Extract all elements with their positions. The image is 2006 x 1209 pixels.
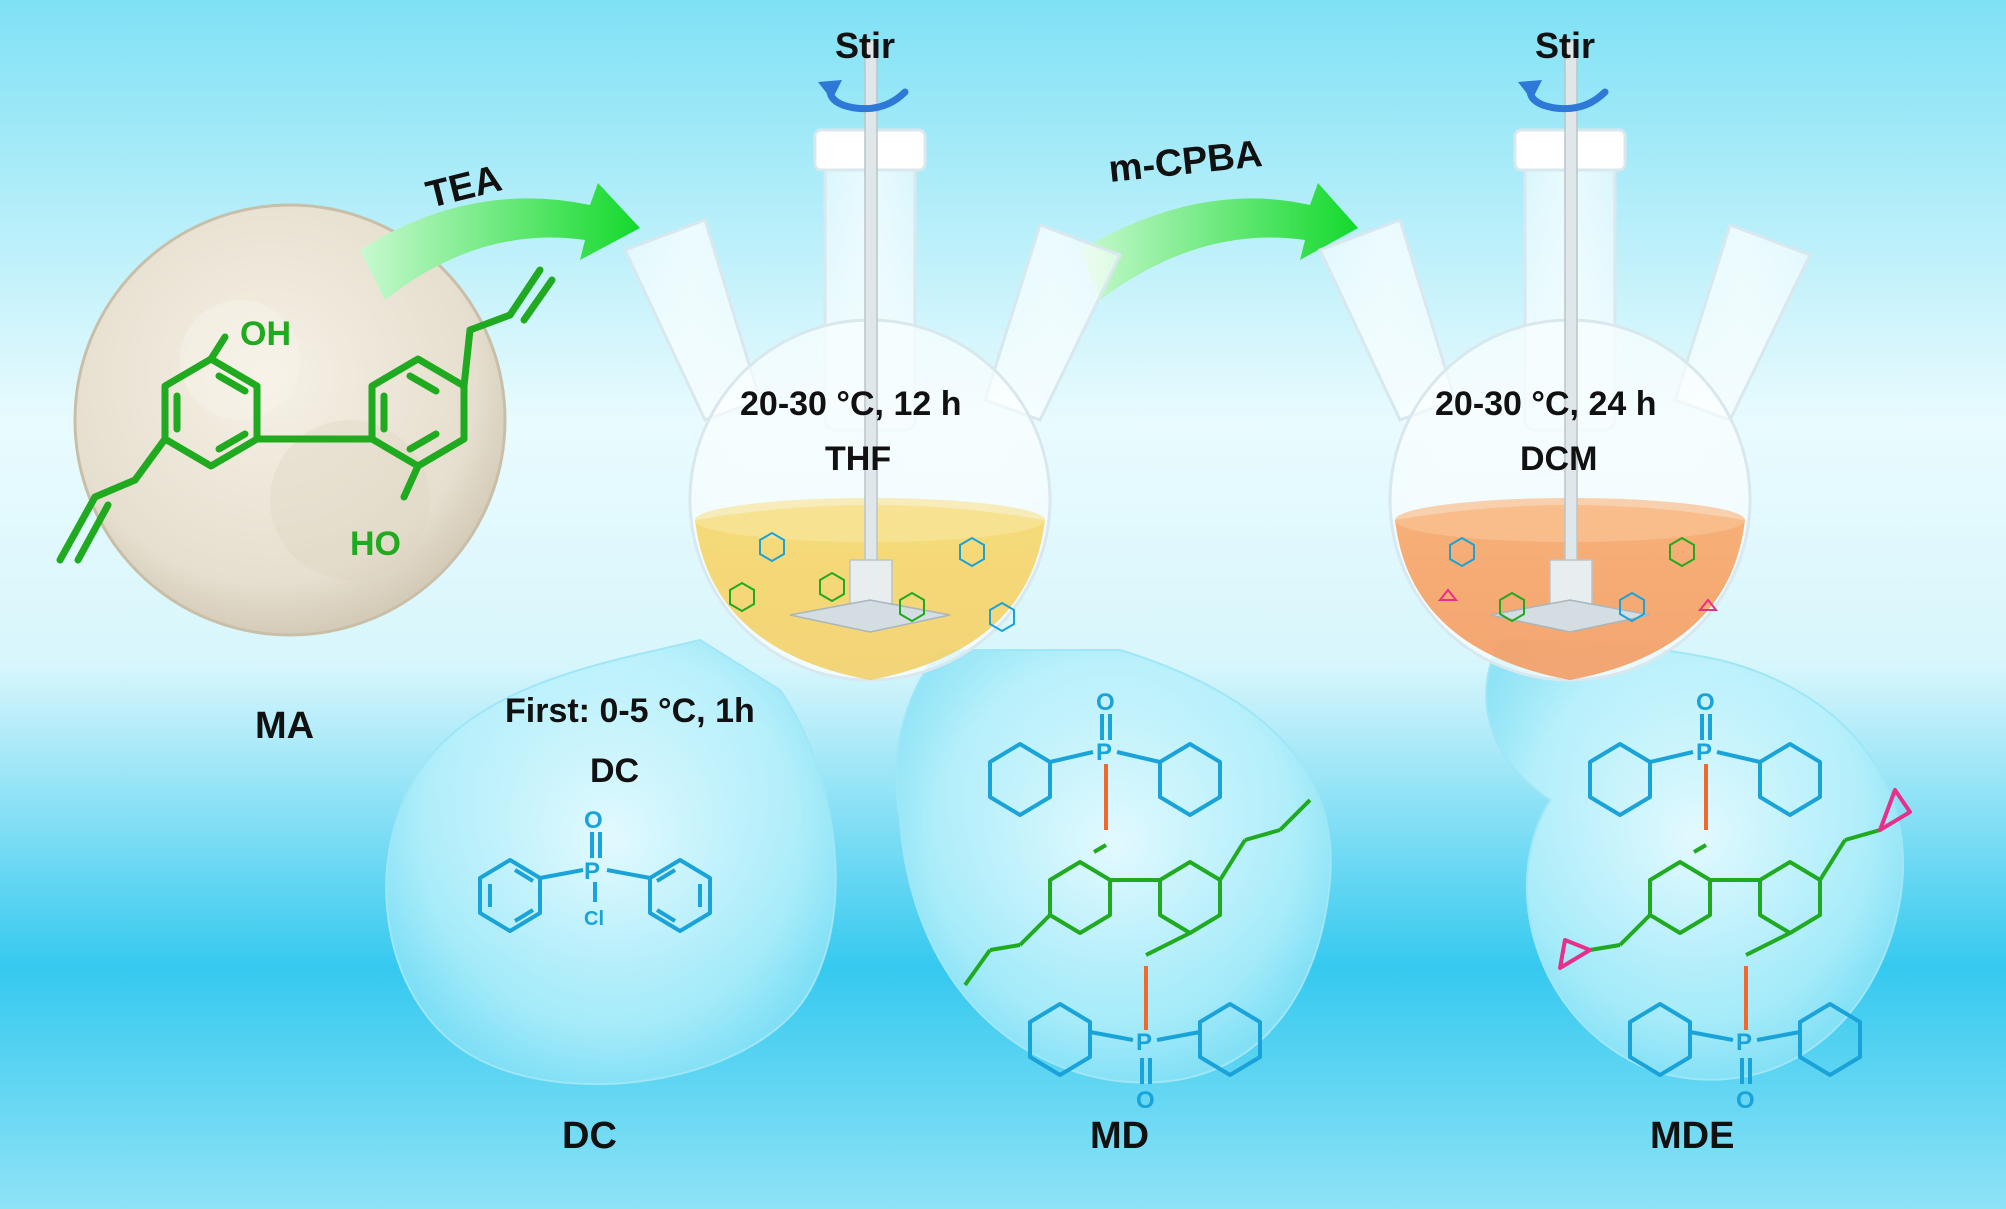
dc-p-label: P bbox=[584, 858, 600, 885]
flask-2 bbox=[1317, 39, 1813, 682]
mde-p-bottom-label: P bbox=[1736, 1029, 1752, 1056]
md-p-top-label: P bbox=[1096, 739, 1112, 766]
dc-molecule bbox=[478, 832, 712, 933]
mde-o-top-label: O bbox=[1696, 689, 1715, 716]
ma-molecule bbox=[56, 266, 556, 564]
mcpba-arrow bbox=[1080, 183, 1358, 300]
md-p-bottom-label: P bbox=[1136, 1029, 1152, 1056]
flask-1 bbox=[622, 39, 1123, 682]
stir-label-right: Stir bbox=[1535, 25, 1595, 66]
flask-1-molecules bbox=[729, 531, 1015, 633]
md-o-bottom-label: O bbox=[1136, 1087, 1155, 1114]
mde-molecule bbox=[1558, 714, 1912, 1084]
ma-oh-label: OH bbox=[240, 315, 291, 353]
flask-2-solvent: DCM bbox=[1520, 440, 1597, 478]
compound-md-label: MD bbox=[1090, 1115, 1149, 1157]
mde-o-bottom-label: O bbox=[1736, 1087, 1755, 1114]
md-molecule bbox=[963, 714, 1312, 1084]
first-step-label: First: 0-5 °C, 1h bbox=[505, 692, 755, 730]
compound-dc-label: DC bbox=[562, 1115, 617, 1157]
ma-powder-dish bbox=[73, 203, 507, 637]
compound-mde-label: MDE bbox=[1650, 1115, 1734, 1157]
first-reagent-label: DC bbox=[590, 752, 639, 790]
compound-ma-label: MA bbox=[255, 705, 314, 747]
flask-1-solvent: THF bbox=[825, 440, 891, 478]
stir-arrowhead-right-icon bbox=[1518, 80, 1542, 100]
stir-arrowhead-left-icon bbox=[818, 80, 842, 100]
stir-label-left: Stir bbox=[835, 25, 895, 66]
flask-1-temp: 20-30 °C, 12 h bbox=[740, 385, 961, 423]
ma-ho-label: HO bbox=[350, 525, 401, 563]
dc-cl-label: Cl bbox=[584, 908, 604, 930]
flask-2-molecules bbox=[1437, 536, 1719, 623]
mde-p-top-label: P bbox=[1696, 739, 1712, 766]
md-bubble bbox=[895, 649, 1332, 1084]
dc-o-label: O bbox=[584, 807, 603, 834]
md-o-top-label: O bbox=[1096, 689, 1115, 716]
tea-arrow bbox=[360, 183, 640, 300]
dc-bubble bbox=[385, 638, 837, 1085]
flask-2-temp: 20-30 °C, 24 h bbox=[1435, 385, 1656, 423]
